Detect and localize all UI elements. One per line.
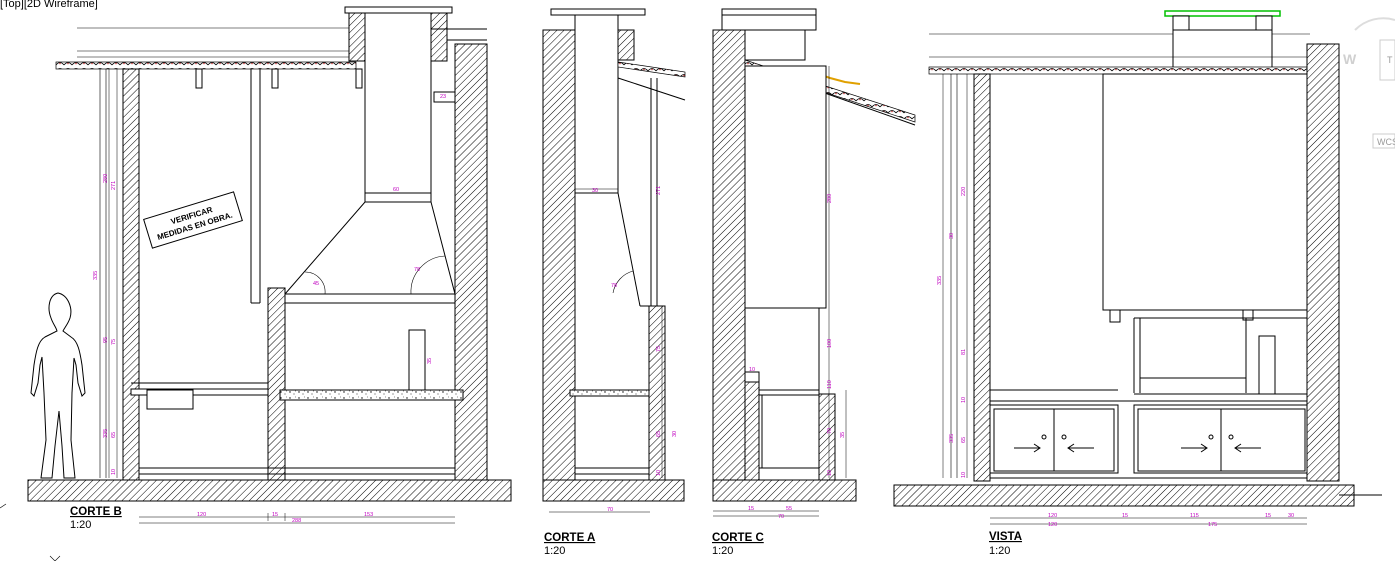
vista-section [893,10,1382,525]
dim-text: 30 [1288,513,1294,519]
dim-text: 30 [672,431,678,437]
dim-text: 10 [111,469,117,475]
dim-text: 60 [393,187,399,193]
dim-text: 335 [949,434,955,443]
corte-b-section [27,6,512,524]
dim-text: 120 [1048,513,1057,519]
dim-text: 220 [961,187,967,196]
corte-b-title: CORTE B [70,506,122,518]
dim-text: 78 [611,283,617,289]
dim-text: 65 [656,431,662,437]
dim-text: 78 [414,267,420,273]
dim-text: 280 [103,174,109,183]
dim-text: 115 [1190,513,1199,519]
dim-text: 15 [272,512,278,518]
dim-text: 70 [778,514,784,520]
viewport-label[interactable]: [Top][2D Wireframe] [0,0,98,10]
dim-text: 30 [949,233,955,239]
dim-text: 81 [961,349,967,355]
dim-text: 10 [656,470,662,476]
corte-c-section [712,8,916,517]
dim-text: 10 [827,470,833,476]
verify-note: VERIFICAR MEDIDAS EN OBRA. [143,191,243,249]
corte-c-scale: 1:20 [712,545,733,557]
dim-text: 70 [607,507,613,513]
dim-text: 65 [961,437,967,443]
person-silhouette [30,292,86,479]
corte-a-section [542,8,686,513]
dim-text: 95 [103,337,109,343]
viewcube-face[interactable]: T [1387,55,1393,65]
vista-scale: 1:20 [989,545,1010,557]
corte-c-title: CORTE C [712,532,764,544]
dim-text: 30 [592,188,598,194]
dim-text: 271 [656,186,662,195]
dim-text: 15 [1265,513,1271,519]
dim-text: 23 [440,94,446,100]
corte-a-title: CORTE A [544,532,595,544]
dim-text: 100 [827,339,833,348]
corte-b-scale: 1:20 [70,519,91,531]
dim-text: 45 [313,281,319,287]
viewcube[interactable]: T W WCS [1343,17,1395,149]
dim-text: 65 [111,432,117,438]
dim-text: 280 [827,194,833,203]
dim-text: 288 [292,518,301,524]
dim-text: 120 [1048,522,1057,528]
dim-text: 110 [827,380,833,389]
dim-text: 75 [656,346,662,352]
dim-text: 153 [364,512,373,518]
dim-text: 35 [840,432,846,438]
dim-text: 335 [937,276,943,285]
dim-text: 335 [103,429,109,438]
viewcube-west[interactable]: W [1343,51,1357,67]
wcs-menu[interactable]: WCS [1377,137,1395,147]
corte-a-scale: 1:20 [544,545,565,557]
dim-text: 175 [1208,522,1217,528]
dim-text: 335 [93,271,99,280]
dim-text: 75 [111,339,117,345]
dim-text: 15 [748,506,754,512]
dim-text: 271 [111,181,117,190]
dim-text: 70 [827,428,833,434]
ucs-icon [0,503,61,561]
vista-title: VISTA [989,531,1022,543]
dim-text: 15 [1122,513,1128,519]
dim-text: 120 [197,512,206,518]
dim-text: 10 [749,367,755,373]
dim-text: 35 [427,358,433,364]
dim-text: 10 [961,472,967,478]
dim-text: 55 [786,506,792,512]
dim-text: 10 [961,397,967,403]
